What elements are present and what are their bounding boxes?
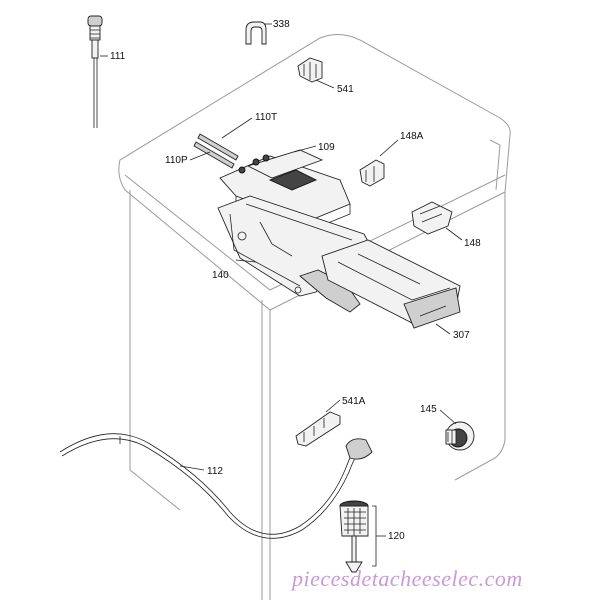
part-120-filter xyxy=(339,500,369,573)
label-110P: 110P xyxy=(165,155,188,166)
watermark-text: piecesdetacheeselec.com xyxy=(292,566,523,591)
part-541-clip xyxy=(297,57,323,83)
label-541: 541 xyxy=(337,84,354,95)
part-148-bracket xyxy=(411,201,453,235)
label-148A: 148A xyxy=(400,131,424,142)
label-111: 111 xyxy=(110,51,126,62)
part-110-rods xyxy=(193,133,239,169)
part-109-valve-assembly xyxy=(219,149,351,233)
part-541A-clip xyxy=(295,411,341,447)
label-110T: 110T xyxy=(255,112,277,123)
label-109: 109 xyxy=(318,142,335,153)
part-338-hook xyxy=(245,21,267,45)
part-307-detergent-drawer xyxy=(321,239,461,329)
label-120: 120 xyxy=(388,531,405,542)
label-338: 338 xyxy=(273,19,290,30)
part-112-drain-hose xyxy=(59,433,373,539)
machine-cabinet xyxy=(118,34,511,600)
label-145: 145 xyxy=(420,404,437,415)
part-145-pump-cap xyxy=(445,421,475,451)
label-307: 307 xyxy=(453,330,470,341)
part-148A-clip xyxy=(359,159,385,187)
label-140: 140 xyxy=(212,270,229,281)
label-112: 112 xyxy=(207,466,223,477)
label-541A: 541A xyxy=(342,396,366,407)
label-148: 148 xyxy=(464,238,481,249)
part-111-inlet-hose xyxy=(87,15,108,128)
